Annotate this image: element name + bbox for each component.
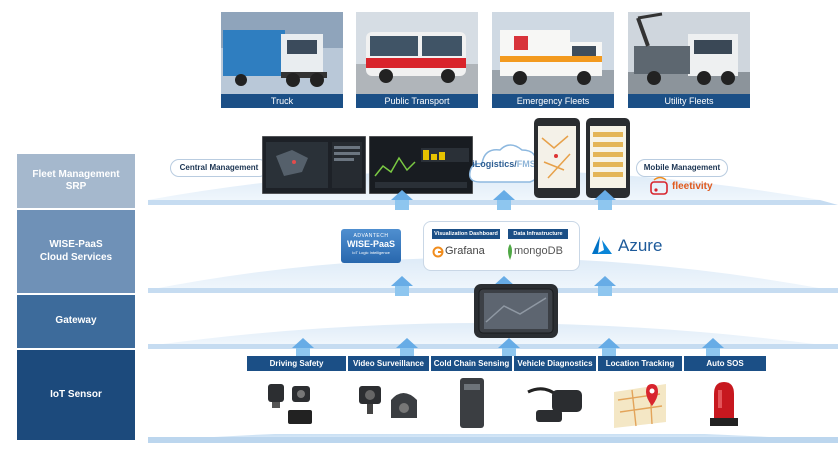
arrow-up-sensor-1 <box>292 338 314 356</box>
vehicle-label: Emergency Fleets <box>492 94 614 108</box>
visualization-dashboard-tag: Visualization Dashboard <box>432 229 500 239</box>
layer-label-cloud: WISE-PaaS Cloud Services <box>17 210 135 293</box>
central-management-label: Central Management <box>170 159 268 177</box>
band-srp <box>148 200 838 205</box>
data-services-box: Visualization Dashboard Data Infrastruct… <box>423 221 580 271</box>
cold-chain-sensor-icon <box>460 378 484 428</box>
fleetivity-logo: fleetivity <box>650 176 713 196</box>
dashboard-map-screen <box>262 136 366 194</box>
dashboard-chart-screen <box>369 136 473 194</box>
video-surveillance-camera-icon <box>359 386 417 418</box>
arrow-up-sensor-2 <box>396 338 418 356</box>
gateway-device-icon <box>474 284 558 338</box>
truck-icon <box>221 12 343 94</box>
data-infrastructure-tag: Data Infrastructure <box>508 229 568 239</box>
azure-label: Azure <box>618 236 663 255</box>
arrow-up-azure <box>594 276 616 296</box>
arrow-up-srp-center <box>493 190 515 210</box>
vehicle-diagnostics-obd-icon <box>527 387 582 422</box>
vehicle-card-utility: Utility Fleets <box>628 12 750 108</box>
driving-safety-camera-icon <box>268 384 312 424</box>
sensor-header-location-tracking: Location Tracking <box>598 356 682 371</box>
mobile-device-1 <box>534 118 580 198</box>
sensor-header-cold-chain: Cold Chain Sensing <box>431 356 512 371</box>
azure-icon <box>592 236 612 254</box>
bus-icon <box>356 12 478 94</box>
utility-truck-icon <box>628 12 750 94</box>
arrow-up-wise-paas <box>391 276 413 296</box>
arrow-up-sensor-5 <box>702 338 724 356</box>
location-tracking-map-icon <box>614 384 666 428</box>
layer-label-gateway: Gateway <box>17 295 135 348</box>
grafana-icon <box>432 246 444 258</box>
layer-label-srp: Fleet Management SRP <box>17 154 135 208</box>
ambulance-icon <box>492 12 614 94</box>
arrow-up-srp-right <box>594 190 616 210</box>
sensor-header-video-surveillance: Video Surveillance <box>348 356 429 371</box>
vehicle-card-truck: Truck <box>221 12 343 108</box>
sensor-header-driving-safety: Driving Safety <box>247 356 346 371</box>
arrow-up-sensor-3 <box>498 338 520 356</box>
sensor-header-auto-sos: Auto SOS <box>684 356 766 371</box>
mobile-device-2 <box>586 118 630 198</box>
band-cloud <box>148 257 830 290</box>
mobile-management-label: Mobile Management <box>636 159 728 177</box>
vehicle-card-emergency: Emergency Fleets <box>492 12 614 108</box>
auto-sos-beacon-icon <box>710 382 738 426</box>
vehicle-label: Public Transport <box>356 94 478 108</box>
mongodb-label: mongoDB <box>514 245 563 257</box>
ilogistics-fms-label: iLogistics/FMS <box>472 159 536 169</box>
fleetivity-icon <box>650 176 668 195</box>
sensor-panel <box>247 372 766 434</box>
vehicle-label: Utility Fleets <box>628 94 750 108</box>
vehicle-card-public-transport: Public Transport <box>356 12 478 108</box>
wise-paas-logo: ADVANTECH WISE-PaaS IoT Logic Intelligen… <box>341 229 401 263</box>
sensor-header-vehicle-diagnostics: Vehicle Diagnostics <box>514 356 596 371</box>
grafana-label: Grafana <box>445 245 485 257</box>
layer-label-iot: IoT Sensor <box>17 350 135 440</box>
mongodb-leaf-icon <box>508 244 512 260</box>
arrow-up-srp-left <box>391 190 413 210</box>
arrow-up-sensor-4 <box>598 338 620 356</box>
vehicle-label: Truck <box>221 94 343 108</box>
